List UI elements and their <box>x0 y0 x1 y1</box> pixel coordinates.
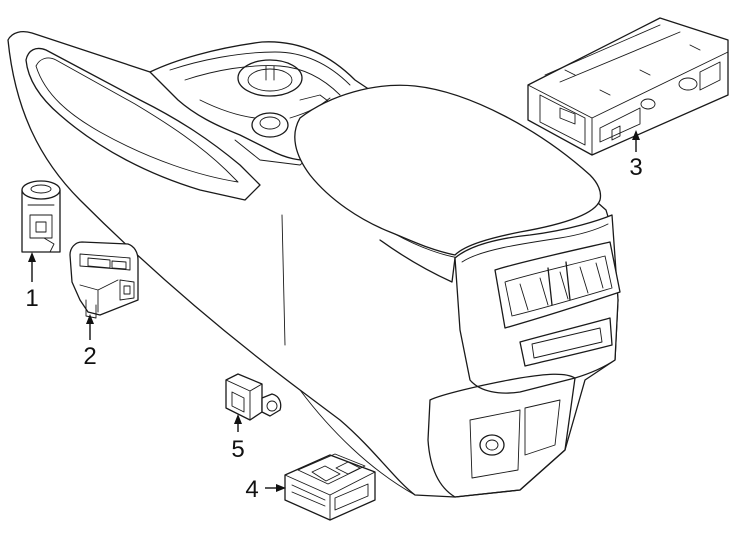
console-lower-recess <box>427 373 576 498</box>
console-side-recess <box>25 47 261 201</box>
part-2-switch <box>69 241 139 319</box>
vent-louvers <box>519 262 604 311</box>
control-knob <box>251 112 289 138</box>
callout-5: 5 <box>231 436 244 463</box>
part-3-module <box>527 17 729 156</box>
part-1-socket <box>21 180 61 253</box>
callout-4: 4 <box>245 476 258 503</box>
part-4-connector <box>284 453 376 521</box>
rear-air-vent-housing <box>494 241 621 329</box>
part-5-plug <box>225 373 282 421</box>
callout-1: 1 <box>25 285 38 312</box>
center-console <box>7 31 621 498</box>
rear-control-panel <box>519 317 613 367</box>
armrest-lid <box>294 84 602 256</box>
cupholder-front <box>237 59 303 97</box>
rear-usb-socket <box>479 434 505 456</box>
callout-2: 2 <box>83 343 96 370</box>
callout-arrows <box>28 130 640 492</box>
callout-3: 3 <box>629 154 642 181</box>
